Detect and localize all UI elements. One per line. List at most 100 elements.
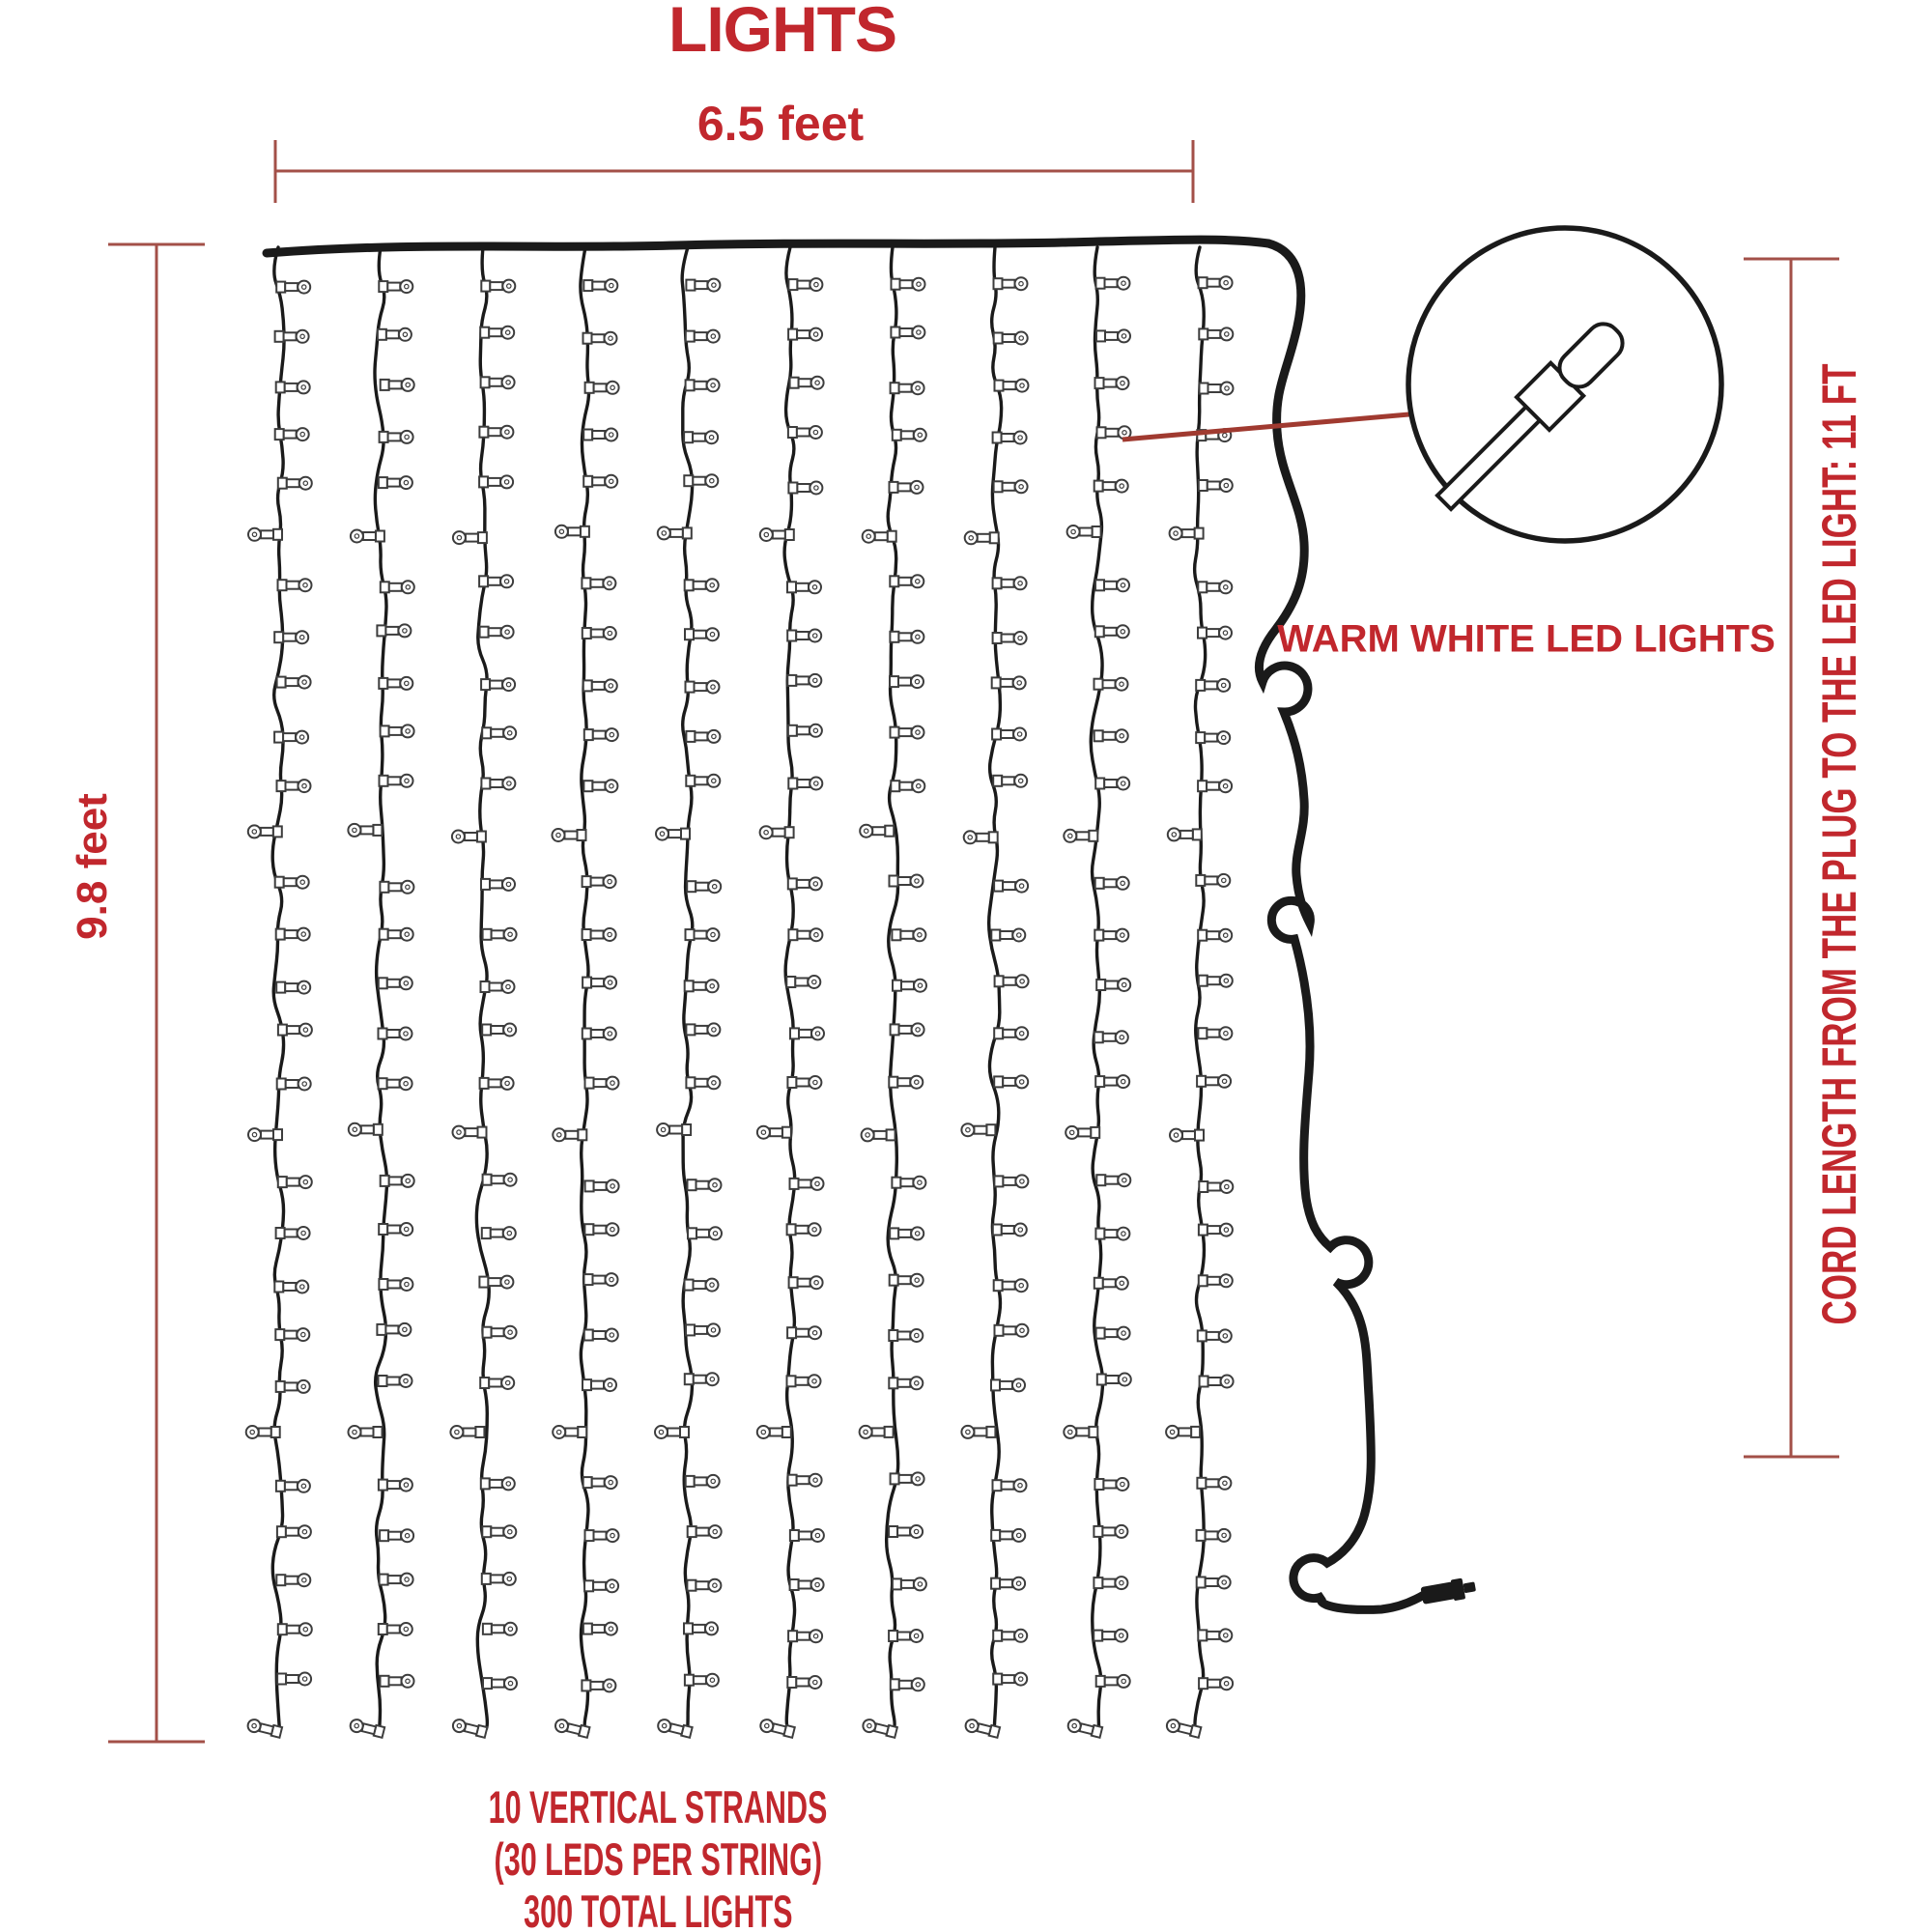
- led-bulb: [786, 1472, 823, 1488]
- led-bulb: [1197, 1222, 1234, 1237]
- led-bulb: [347, 822, 384, 838]
- led-bulb: [347, 1425, 384, 1439]
- height-dimension-label: 9.8 feet: [69, 793, 116, 940]
- led-bulb: [273, 1279, 310, 1294]
- led-bulb: [993, 1074, 1030, 1090]
- led-bulb: [684, 328, 721, 344]
- led-bulb: [889, 1471, 925, 1487]
- led-bulb: [891, 1175, 927, 1190]
- led-bulb: [683, 1672, 720, 1688]
- led-bulb: [1095, 1372, 1132, 1387]
- led-bulb: [1198, 327, 1235, 342]
- led-bulb: [1095, 978, 1132, 992]
- led-bulb: [583, 1075, 620, 1091]
- led-bulb: [889, 1226, 925, 1241]
- led-bulb: [581, 1026, 617, 1041]
- led-bulb: [788, 375, 825, 390]
- led-bulb: [1196, 1073, 1233, 1089]
- led-bulb: [581, 927, 617, 942]
- led-bulb: [787, 277, 824, 293]
- led-bulb: [990, 1576, 1027, 1591]
- power-plug: [1420, 1577, 1476, 1605]
- led-bulb: [992, 773, 1029, 788]
- led-bulb: [582, 1272, 619, 1288]
- led-bulb: [860, 1127, 896, 1143]
- led-bulb: [685, 728, 722, 744]
- led-bulb: [992, 330, 1029, 346]
- led-bulb: [378, 675, 414, 691]
- led-bulb: [276, 578, 313, 593]
- led-bulb: [891, 1577, 927, 1592]
- led-bulb: [379, 1673, 415, 1689]
- led-bulb: [1195, 1527, 1232, 1543]
- led-bulb: [246, 824, 283, 839]
- led-bulb: [787, 1275, 824, 1291]
- led-bulb: [247, 1127, 283, 1143]
- curtain-strand: [755, 245, 825, 1740]
- led-bulb: [787, 927, 824, 943]
- led-bulb: [993, 878, 1030, 894]
- led-bulb: [481, 1324, 518, 1340]
- led-bulb: [786, 1325, 823, 1341]
- led-bulb: [276, 1022, 313, 1037]
- led-bulb: [378, 429, 414, 444]
- led-bulb: [349, 1719, 386, 1740]
- led-bulb: [582, 727, 619, 743]
- led-bulb: [685, 1075, 722, 1091]
- led-bulb: [1065, 1124, 1101, 1140]
- callout-annotation-line: [1122, 411, 1421, 442]
- led-bulb: [889, 381, 925, 396]
- led-bulb: [1165, 1719, 1203, 1740]
- led-bulb: [1094, 927, 1130, 943]
- led-bulb: [686, 1524, 723, 1540]
- led-bulb: [858, 1424, 895, 1439]
- led-bulb: [687, 1226, 723, 1241]
- led-bulb: [683, 578, 720, 593]
- led-bulb: [1065, 525, 1102, 539]
- led-bulb: [888, 873, 924, 889]
- led-bulb: [1197, 580, 1234, 595]
- led-bulb: [888, 1376, 924, 1391]
- led-bulb: [552, 1127, 588, 1143]
- led-bulb: [450, 829, 487, 844]
- led-bulb: [1094, 275, 1131, 291]
- led-bulb: [481, 1524, 518, 1540]
- led-bulb: [481, 1172, 518, 1187]
- led-bulb: [1093, 1576, 1129, 1591]
- led-bulb: [480, 278, 517, 294]
- led-bulb: [992, 1278, 1029, 1293]
- led-bulb: [1093, 478, 1129, 494]
- led-bulb: [478, 574, 515, 589]
- led-bulb: [655, 826, 691, 841]
- led-bulb: [991, 726, 1028, 742]
- led-bulb: [960, 1424, 997, 1439]
- page-title: LIGHTS: [668, 0, 897, 65]
- led-bulb: [685, 1322, 721, 1338]
- led-bulb: [275, 1524, 312, 1540]
- led-bulb: [1195, 1575, 1232, 1590]
- led-bulb: [789, 1026, 825, 1041]
- led-bulb: [786, 1075, 823, 1090]
- led-bulb: [1197, 1628, 1234, 1643]
- led-bulb: [889, 574, 925, 589]
- led-bulb: [379, 1173, 415, 1188]
- led-bulb: [273, 427, 310, 442]
- led-bulb: [347, 1122, 384, 1137]
- led-bulb: [787, 776, 824, 791]
- led-bulb: [273, 874, 310, 890]
- curtain-strand: [654, 245, 723, 1740]
- led-bulb: [480, 677, 517, 693]
- led-bulb: [992, 1671, 1029, 1687]
- led-bulb: [758, 527, 795, 542]
- led-bulb: [1197, 275, 1234, 291]
- led-bulb: [451, 1124, 488, 1140]
- led-bulb: [962, 830, 999, 845]
- led-bulb: [582, 1621, 618, 1636]
- led-bulb: [1197, 927, 1234, 943]
- width-dimension-line: [273, 140, 1195, 203]
- led-bulb: [583, 1179, 620, 1194]
- led-bulb: [889, 1677, 925, 1692]
- led-bulb: [888, 1524, 924, 1539]
- cord-length-label: CORD LENGTH FROM THE PLUG TO THE LED LIG…: [1812, 363, 1866, 1325]
- led-bulb: [377, 1026, 413, 1041]
